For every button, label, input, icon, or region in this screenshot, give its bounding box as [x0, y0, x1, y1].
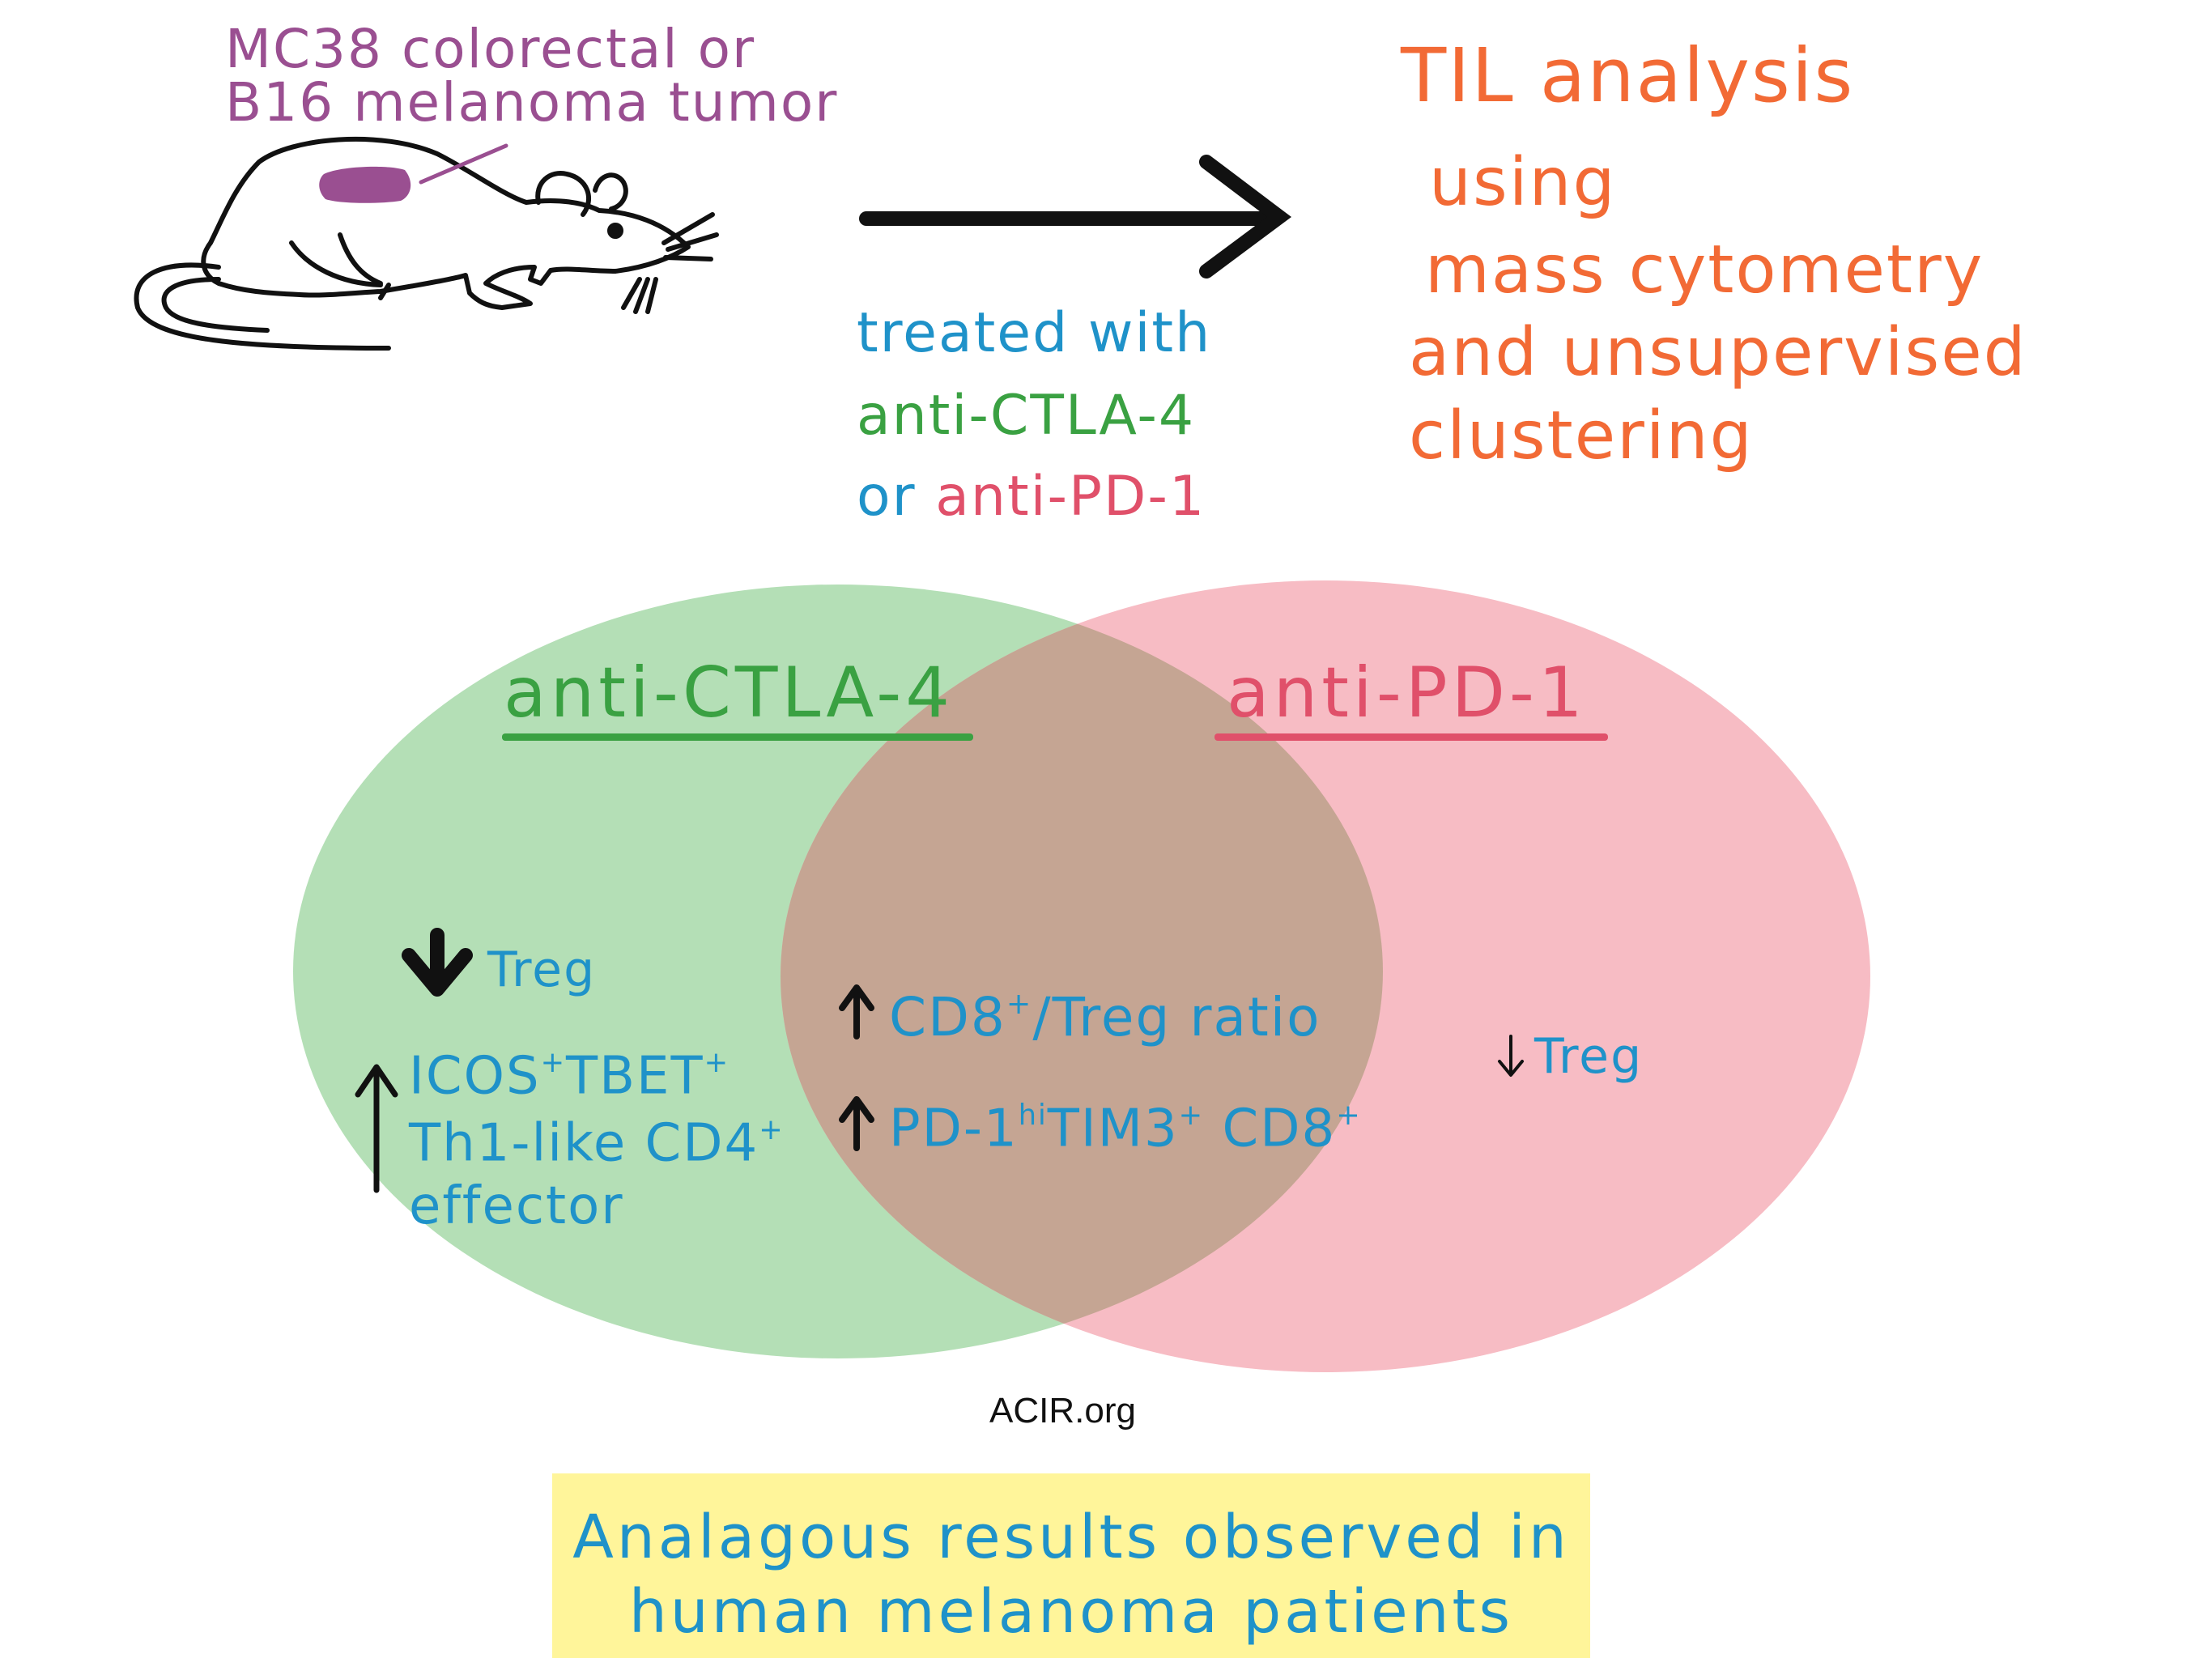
treatment-line1: treated with — [857, 301, 1212, 365]
tumor-mark — [319, 166, 411, 203]
overlap-pd1-tim3-cd8: PD-1hiTIM3+ CD8+ — [889, 1099, 1362, 1159]
callout-line2: human melanoma patients — [628, 1577, 1514, 1647]
tumor-label-line2: B16 melanoma tumor — [225, 71, 839, 134]
analysis-line2: using — [1429, 144, 1617, 221]
arrow-down-icon — [402, 928, 473, 997]
acir-credit: ACIR.org — [989, 1391, 1136, 1431]
right-treg-down: Treg — [1534, 1028, 1644, 1085]
anti-pd1-title: anti-PD-1 — [1227, 653, 1587, 733]
treatment-or: or — [857, 465, 917, 529]
tumor-label-line1: MC38 colorectal or — [225, 18, 756, 80]
left-effector: effector — [409, 1176, 624, 1236]
callout-line1: Analagous results observed in — [572, 1503, 1570, 1572]
arrow-right-icon — [859, 155, 1292, 278]
mouse-illustration — [134, 136, 719, 351]
anti-ctla4-title: anti-CTLA-4 — [504, 653, 955, 733]
arrow-up-icon — [839, 984, 874, 1039]
left-treg-down: Treg — [487, 942, 597, 998]
venn-diagram — [293, 580, 1870, 1372]
anti-ctla4-underline — [502, 733, 973, 741]
arrow-down-icon — [1498, 1035, 1524, 1077]
overlap-cd8-treg-ratio: CD8+/Treg ratio — [889, 986, 1321, 1049]
callout-box: Analagous results observed in human mela… — [552, 1473, 1590, 1658]
analysis-line3: mass cytometry — [1425, 232, 1984, 308]
analysis-line4: and unsupervised — [1409, 314, 2027, 391]
arrow-up-icon — [839, 1096, 874, 1151]
left-icos-tbet: ICOS+TBET+ — [409, 1046, 730, 1107]
overlap-region — [781, 585, 1383, 1358]
treatment-anti-pd1: anti-PD-1 — [935, 465, 1206, 529]
anti-pd1-underline — [1214, 733, 1608, 741]
treatment-line3: or anti-PD-1 — [857, 470, 1206, 525]
left-th1-cd4: Th1-like CD4+ — [409, 1113, 785, 1174]
arrow-up-icon — [355, 1064, 398, 1193]
analysis-line1: TIL analysis — [1401, 32, 1855, 119]
analysis-line5: clustering — [1409, 397, 1754, 474]
treatment-line2: anti-CTLA-4 — [857, 384, 1196, 448]
